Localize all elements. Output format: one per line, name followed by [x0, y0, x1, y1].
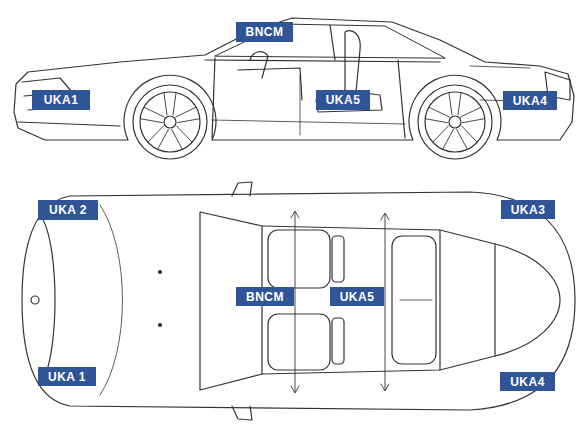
wheel-spoke: [172, 126, 192, 149]
module-label: UKA 2: [49, 204, 87, 216]
wheel-spoke: [433, 126, 453, 149]
wheel-spoke: [457, 126, 477, 149]
module-label-box: UKA5: [330, 287, 384, 306]
module-label: UKA 1: [48, 371, 86, 383]
module-label-box: BNCM: [236, 22, 293, 42]
module-label: UKA1: [44, 94, 79, 106]
module-label-box: UKA4: [503, 91, 557, 110]
wheel-spoke: [426, 107, 450, 122]
module-label-box: UKA 1: [38, 367, 96, 386]
module-label: UKA5: [340, 291, 375, 303]
wheel-spoke: [449, 93, 461, 115]
module-label: UKA4: [513, 95, 548, 107]
module-label: UKA5: [326, 94, 361, 106]
module-label: BNCM: [246, 291, 284, 303]
wheel-spoke: [141, 107, 165, 122]
top-view: [22, 182, 575, 420]
module-label-box: UKA 2: [38, 200, 98, 220]
module-label: UKA4: [510, 376, 545, 388]
module-label-box: UKA4: [500, 372, 555, 391]
module-label-box: UKA3: [501, 200, 555, 219]
module-label: UKA3: [511, 204, 546, 216]
module-label: BNCM: [246, 26, 284, 38]
wheel-spoke: [176, 107, 200, 122]
wheel-spokes: [141, 93, 485, 149]
wheel-spoke: [461, 107, 485, 122]
side-view: [14, 18, 574, 159]
module-label-box: UKA5: [316, 90, 370, 110]
module-label-box: BNCM: [236, 287, 294, 306]
wheel-spoke: [148, 126, 168, 149]
module-label-box: UKA1: [32, 90, 90, 110]
wheel-spoke: [164, 93, 176, 115]
